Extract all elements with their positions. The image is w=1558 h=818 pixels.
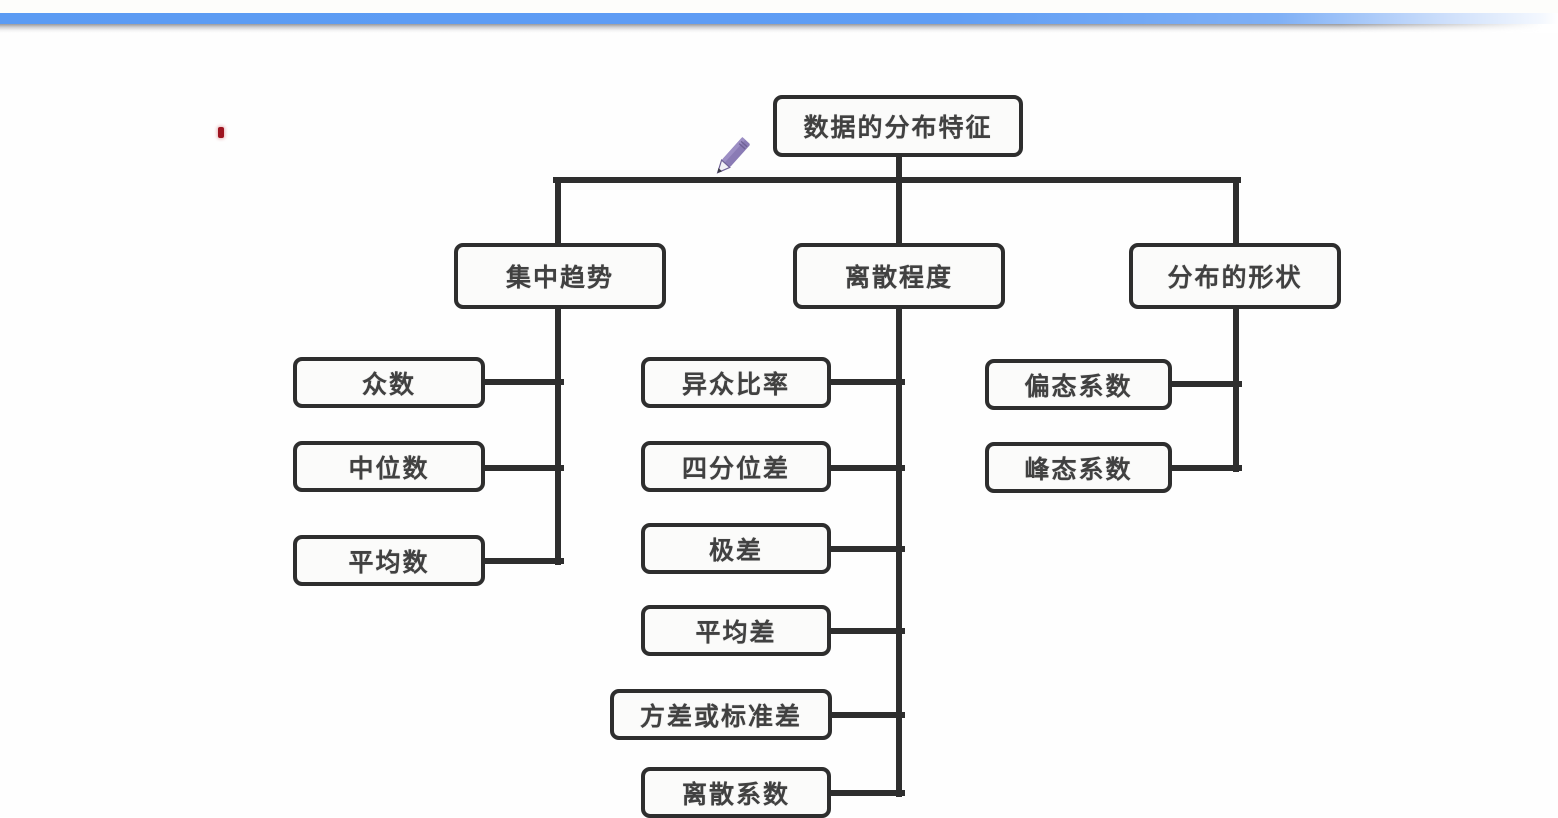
node-leaf-mode-label: 众数 (361, 370, 416, 399)
node-leaf-mean-label: 平均数 (348, 548, 430, 577)
window-top-strip (0, 0, 1558, 14)
red-annotation-mark (218, 127, 224, 138)
node-leaf-kurtosis-label: 峰态系数 (1024, 455, 1133, 484)
node-leaf-mode[interactable]: 众数 (293, 357, 485, 408)
node-leaf-coefficient-of-variation-label: 离散系数 (681, 780, 790, 809)
node-leaf-interquartile-range-label: 四分位差 (681, 454, 790, 483)
node-leaf-mean-deviation-label: 平均差 (695, 618, 777, 647)
node-branch-dispersion-label: 离散程度 (844, 264, 953, 292)
node-leaf-coefficient-of-variation[interactable]: 离散系数 (641, 767, 831, 818)
pencil-cursor-icon (716, 137, 750, 174)
node-branch-distribution-shape[interactable]: 分布的形状 (1129, 243, 1341, 309)
node-branch-distribution-shape-label: 分布的形状 (1167, 264, 1303, 292)
node-root-label: 数据的分布特征 (803, 114, 993, 142)
node-leaf-median-label: 中位数 (348, 454, 430, 483)
node-leaf-mean[interactable]: 平均数 (293, 535, 485, 586)
node-leaf-range[interactable]: 极差 (641, 523, 831, 574)
node-leaf-kurtosis[interactable]: 峰态系数 (985, 442, 1172, 493)
accent-bar (0, 13, 1558, 24)
node-leaf-range-label: 极差 (708, 536, 763, 565)
accent-bar-shadow (0, 24, 1558, 33)
diagram-canvas[interactable]: 数据的分布特征 集中趋势 离散程度 分布的形状 众数 中位数 平均数 异众比率 … (0, 33, 1558, 818)
node-branch-dispersion[interactable]: 离散程度 (793, 243, 1005, 309)
node-leaf-variance-or-std[interactable]: 方差或标准差 (610, 689, 832, 740)
node-leaf-skewness-label: 偏态系数 (1024, 372, 1133, 401)
node-leaf-variation-ratio[interactable]: 异众比率 (641, 357, 831, 408)
node-leaf-skewness[interactable]: 偏态系数 (985, 359, 1172, 410)
node-leaf-median[interactable]: 中位数 (293, 441, 485, 492)
node-root[interactable]: 数据的分布特征 (773, 95, 1023, 157)
node-branch-central-tendency-label: 集中趋势 (505, 264, 614, 292)
node-leaf-mean-deviation[interactable]: 平均差 (641, 605, 831, 656)
node-leaf-variation-ratio-label: 异众比率 (681, 370, 790, 399)
connector-lines (478, 128, 1242, 797)
node-branch-central-tendency[interactable]: 集中趋势 (454, 243, 666, 309)
node-leaf-interquartile-range[interactable]: 四分位差 (641, 441, 831, 492)
node-leaf-variance-or-std-label: 方差或标准差 (639, 702, 802, 731)
